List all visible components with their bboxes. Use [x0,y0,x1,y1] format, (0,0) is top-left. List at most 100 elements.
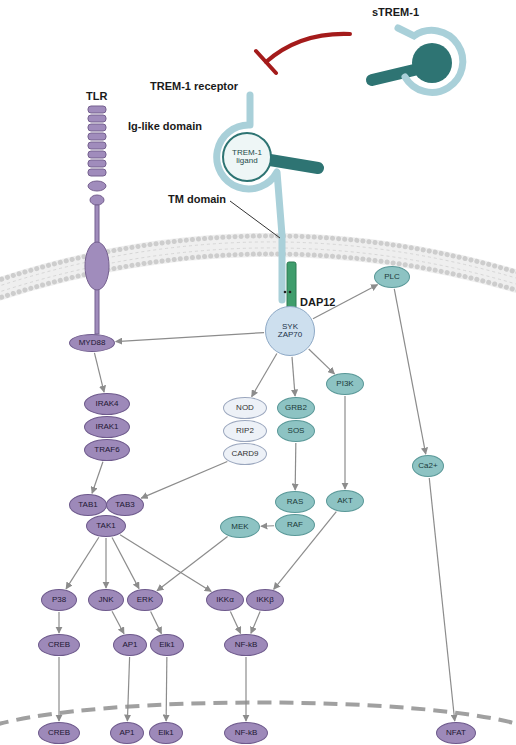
signal-arrow [58,657,59,721]
ligand-stalk [270,160,318,168]
trem1-receptor [217,95,282,300]
inhibition-line [266,34,350,62]
node-text: RAF [287,521,303,529]
node-text: NF-kB [235,641,258,649]
protein-node: TAK1 [86,515,126,537]
protein-node: SOS [277,420,315,442]
membrane-band [0,233,516,304]
part-label: TREM-1 receptor [150,80,238,92]
soluble-receptor [398,28,463,92]
signal-arrow [157,537,228,591]
signal-arrow [66,537,99,589]
node-text: Ca2+ [418,462,437,470]
protein-node: NF-kB [224,634,268,656]
node-text: NFAT [446,729,466,737]
protein-node: GRB2 [277,397,315,419]
tlr-receptor [85,106,109,334]
node-text: RIP2 [236,427,254,435]
protein-node: Elk1 [150,634,184,656]
signal-arrow [120,535,211,592]
part-label: DAP12 [300,296,335,308]
leader-line [230,201,280,238]
node-text: GRB2 [285,404,307,412]
node-text: SYK ZAP70 [274,323,306,340]
protein-node: RIP2 [223,420,267,442]
tlr-repeat [88,169,106,176]
signal-arrow [94,353,104,392]
node-text: IRAK1 [95,423,118,431]
node-text: PLC [384,273,400,281]
signal-arrow [116,333,264,342]
node-text: TAB1 [78,501,97,509]
part-label: TM domain [168,193,226,205]
protein-node: IKKβ [246,589,284,611]
node-text: MEK [231,523,248,531]
tlr-bump [90,195,104,205]
tlr-repeat [88,115,106,122]
signal-arrow [230,612,240,634]
signal-arrow [58,612,59,633]
node-text: MYD88 [79,339,106,347]
protein-node: Elk1 [149,722,183,744]
protein-node: TREM-1 ligand [222,132,272,182]
tlr-tm-domain [85,242,109,290]
charge-dot [284,291,287,294]
tlr-repeat [88,133,106,140]
protein-node: NOD [223,397,267,419]
signal-arrow [166,657,168,721]
inhibition-bar [256,51,276,73]
tlr-bump [88,181,106,191]
tlr-repeat [88,160,106,167]
node-text: Elk1 [159,641,175,649]
node-text: AP1 [122,641,137,649]
protein-node: RAF [275,514,315,536]
signal-arrow [309,349,335,374]
protein-node: TRAF6 [84,439,130,461]
protein-node: AKT [326,490,364,512]
signal-arrow [261,525,274,527]
tlr-repeat [88,124,106,131]
node-text: ERK [137,596,153,604]
signal-arrow [274,512,337,590]
protein-node: CREB [38,634,80,656]
nucleus-envelope [0,703,516,726]
protein-node: RAS [275,491,315,513]
signal-arrow [112,537,139,588]
node-text: NOD [236,404,254,412]
node-text: PI3K [336,380,353,388]
node-text: TAB3 [115,501,134,509]
protein-node: PI3K [326,373,364,395]
signal-arrow [344,396,345,489]
protein-node: MEK [220,516,260,538]
protein-node: AP1 [110,722,144,744]
signal-arrow [141,462,227,499]
part-label: TLR [86,90,107,102]
signal-arrow [92,462,103,493]
tlr-stem [95,288,99,334]
protein-node: NF-kB [224,722,268,744]
tlr-repeat [88,151,106,158]
protein-node: P38 [41,589,77,611]
tlr-repeat [88,142,106,149]
protein-node: IRAK4 [84,393,130,415]
signal-arrow [245,657,246,721]
lipid-tails [0,242,516,289]
node-text: CARD9 [231,450,258,458]
tlr-repeat [88,106,106,113]
node-text: CREB [48,641,70,649]
protein-node: MYD88 [69,334,115,352]
node-text: AKT [337,497,353,505]
lipid-heads [0,254,516,301]
signal-arrow [127,657,129,721]
node-text: TREM-1 ligand [229,149,265,166]
node-text: Elk1 [158,729,174,737]
protein-node: ERK [127,589,163,611]
signal-arrow [151,611,162,633]
node-text: IKKβ [256,596,274,604]
protein-node: SYK ZAP70 [265,306,315,356]
node-text: JNK [98,596,113,604]
protein-node: CARD9 [223,443,267,465]
